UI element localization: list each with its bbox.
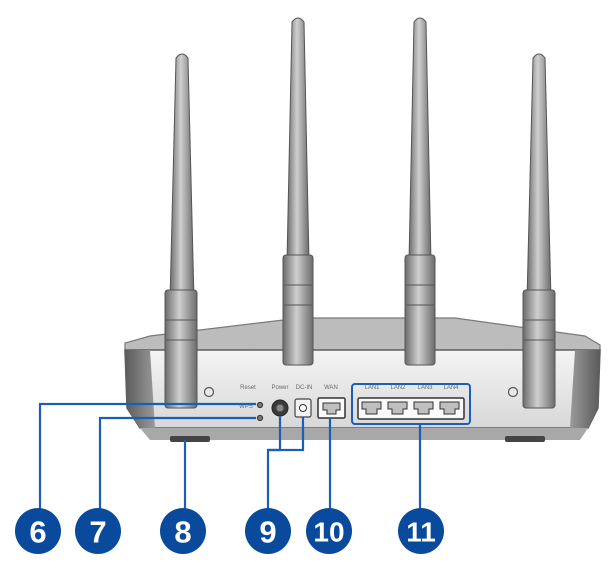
wan-port[interactable] bbox=[317, 397, 346, 419]
antenna-center-left bbox=[282, 17, 314, 366]
callout-10-number: 10 bbox=[313, 517, 344, 548]
leader-line-7 bbox=[98, 416, 256, 510]
port-panel: Reset WPS Power DC-IN WAN LAN1 LAN2 LAN3… bbox=[239, 383, 471, 425]
callout-8-number: 8 bbox=[174, 515, 191, 550]
leader-line-9-branch bbox=[268, 417, 305, 452]
callout-10: 10 bbox=[306, 508, 352, 554]
antenna-right bbox=[522, 53, 556, 409]
lan-ports-highlight bbox=[351, 383, 471, 425]
antenna-center-right bbox=[404, 17, 436, 366]
power-label: Power bbox=[271, 385, 288, 391]
antenna-left bbox=[164, 53, 198, 409]
callout-7: 7 bbox=[75, 508, 121, 554]
router-body bbox=[124, 317, 601, 442]
callout-6: 6 bbox=[15, 508, 61, 554]
leader-line-6 bbox=[38, 402, 256, 510]
lan3-label: LAN3 bbox=[417, 385, 433, 391]
callout-6-number: 6 bbox=[29, 515, 46, 550]
lan-ports[interactable] bbox=[357, 397, 465, 420]
screw-icon bbox=[507, 386, 519, 398]
lan1-label: LAN1 bbox=[364, 385, 380, 391]
callout-11-number: 11 bbox=[406, 517, 436, 548]
callout-9-number: 9 bbox=[259, 515, 276, 550]
callout-11: 11 bbox=[398, 508, 444, 554]
leader-lines bbox=[38, 402, 422, 510]
wan-label: WAN bbox=[324, 385, 338, 391]
screw-icon bbox=[203, 386, 215, 398]
lan4-label: LAN4 bbox=[443, 385, 459, 391]
reset-label: Reset bbox=[240, 385, 256, 391]
wps-button[interactable] bbox=[256, 414, 264, 422]
callout-9: 9 bbox=[245, 508, 291, 554]
reset-button[interactable] bbox=[256, 401, 264, 409]
wps-label: WPS bbox=[239, 404, 253, 410]
dc-in-label: DC-IN bbox=[296, 385, 313, 391]
callout-8: 8 bbox=[160, 508, 206, 554]
lan2-label: LAN2 bbox=[390, 385, 406, 391]
callout-7-number: 7 bbox=[89, 515, 106, 550]
